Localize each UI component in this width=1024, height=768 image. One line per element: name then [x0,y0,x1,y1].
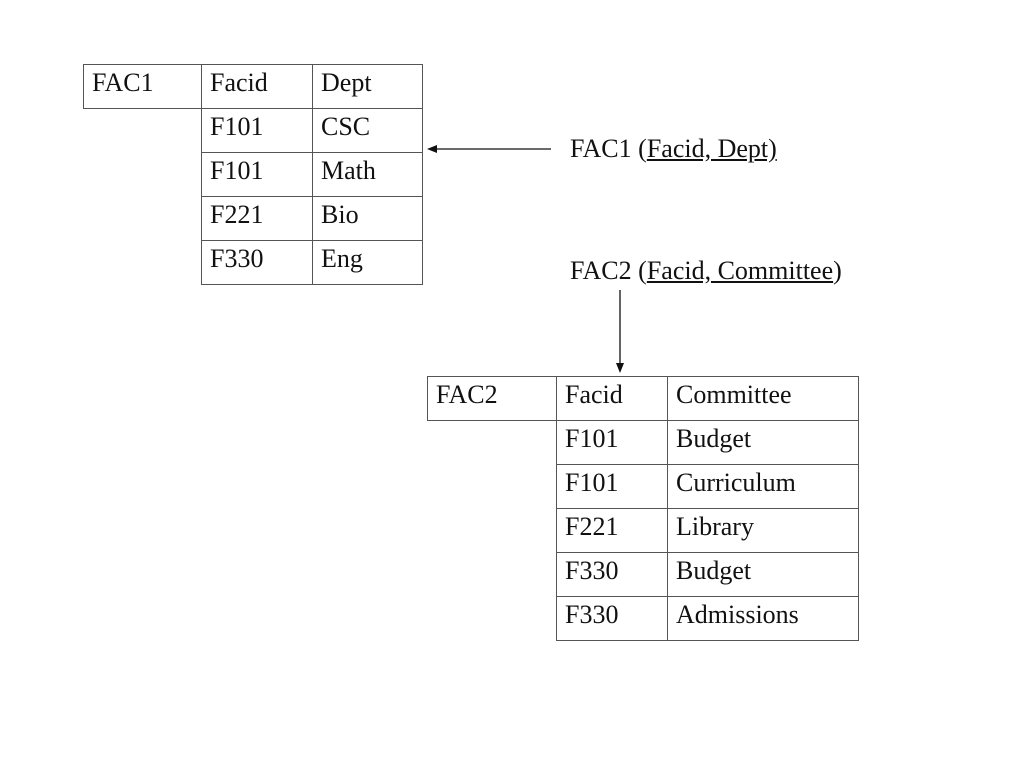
table-cell: F221 [556,508,668,553]
table-row: F101 Budget [428,420,859,465]
schema-key-underlined: Facid, Dept) [646,134,777,163]
table-cell: F330 [556,552,668,597]
empty-cell [428,509,557,553]
schema-fac2-label: FAC2 (Facid, Committee) [570,256,842,286]
column-header: Facid [201,64,313,109]
empty-cell [428,553,557,597]
column-header: Dept [312,64,423,109]
column-header: Facid [556,376,668,421]
table-cell: F330 [556,596,668,641]
empty-cell [428,421,557,465]
table-row: F221 Bio [84,196,423,241]
empty-cell [428,597,557,641]
table-row: F330 Budget [428,552,859,597]
table-name-cell: FAC1 [83,64,202,109]
schema-name: FAC2 ( [570,256,647,285]
table-name-cell: FAC2 [427,376,557,421]
table-cell: Admissions [667,596,859,641]
table-cell: Budget [667,552,859,597]
table-cell: Budget [667,420,859,465]
arrow-down-icon [616,290,624,373]
column-header: Committee [667,376,859,421]
schema-key-underlined: Facid, Committee [646,256,834,285]
table-row: F101 Curriculum [428,464,859,509]
empty-cell [428,465,557,509]
fac2-table: FAC2 Facid Committee F101 Budget F101 Cu… [427,376,859,641]
table-row: F330 Eng [84,240,423,285]
table-header-row: FAC1 Facid Dept [83,64,423,109]
table-cell: Library [667,508,859,553]
schema-fac1-label: FAC1 (Facid, Dept) [570,134,777,164]
table-cell: F221 [201,196,313,241]
schema-name: FAC1 ( [570,134,647,163]
table-cell: F101 [556,464,668,509]
table-cell: F101 [201,152,313,197]
schema-close: ) [833,256,842,285]
table-cell: Curriculum [667,464,859,509]
table-cell: F330 [201,240,313,285]
table-row: F221 Library [428,508,859,553]
table-cell: Eng [312,240,423,285]
table-header-row: FAC2 Facid Committee [427,376,859,421]
fac1-table: FAC1 Facid Dept F101 CSC F101 Math F221 … [83,64,423,285]
table-row: F330 Admissions [428,596,859,641]
table-cell: F101 [556,420,668,465]
arrow-left-icon [427,145,551,153]
